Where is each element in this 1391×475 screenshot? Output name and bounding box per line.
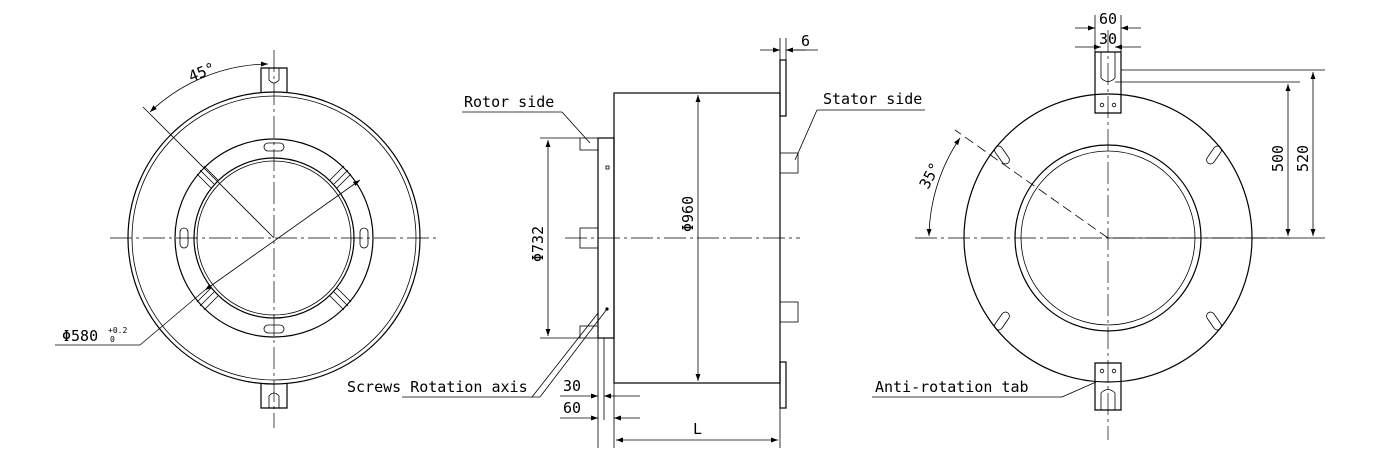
- flange-thickness-label: 6: [801, 32, 810, 50]
- side-rotor-tab-bottom: [579, 325, 599, 339]
- side-stator-tab-top: [779, 152, 799, 174]
- anti-rotation-leader: [1061, 381, 1097, 398]
- rear-slot-tl: [994, 145, 1010, 165]
- screws-leader-a: [531, 312, 599, 398]
- side-rotor-tab-top: [579, 137, 599, 151]
- side-view: Rotor side Stator side Screws Rotation a…: [347, 32, 925, 448]
- rear-angle-label: 35°: [916, 160, 945, 192]
- side-stator-tab-bottom: [779, 301, 799, 323]
- outer-diameter-label: Φ960: [679, 196, 697, 232]
- front-tolerance-upper: +0.2: [108, 326, 127, 335]
- rear-slot-bl: [994, 311, 1010, 331]
- front-view: 45° Φ580 +0.2 0: [55, 50, 438, 428]
- rear-35-ref-line: [954, 129, 1109, 239]
- tab-width-label: 60: [1099, 10, 1117, 28]
- stator-side-label: Stator side: [823, 90, 922, 108]
- side-rotor-mark: [605, 165, 610, 170]
- tab-offset-60-label: 60: [563, 399, 581, 417]
- front-angle-label: 45°: [186, 59, 218, 86]
- front-tolerance-lower: 0: [110, 335, 115, 344]
- front-diameter-leader: [139, 289, 206, 346]
- rear-view: 35° 60 30 500 520 Anti-rotation tab: [872, 10, 1325, 440]
- front-diameter-line: [204, 179, 361, 291]
- rear-slot-tr: [1206, 145, 1222, 165]
- anti-rotation-tab-label: Anti-rotation tab: [875, 378, 1029, 396]
- stator-side-leader: [794, 109, 818, 161]
- front-45-ref-line: [142, 106, 275, 239]
- screws-rotation-axis-label: Screws Rotation axis: [347, 378, 528, 396]
- rear-bottom-tab: [1094, 362, 1122, 411]
- side-stator-plate-bottom: [779, 361, 787, 409]
- rear-35-arc: [926, 137, 961, 237]
- front-rotor-ring: [174, 138, 374, 338]
- rotor-side-leader: [561, 111, 591, 144]
- front-45-arc: [149, 61, 269, 113]
- height-520-label: 520: [1294, 145, 1312, 172]
- rotor-diameter-label: Φ732: [529, 226, 547, 262]
- height-500-label: 500: [1269, 145, 1287, 172]
- rotor-side-label: Rotor side: [464, 93, 554, 111]
- screws-leader-b: [539, 308, 608, 398]
- front-diameter-label: Φ580: [62, 327, 98, 345]
- rear-slot-br: [1206, 311, 1222, 331]
- side-stator-plate-top: [779, 59, 787, 117]
- length-label: L: [693, 420, 702, 438]
- tab-slot-label: 30: [1099, 30, 1117, 48]
- tab-offset-30-label: 30: [563, 377, 581, 395]
